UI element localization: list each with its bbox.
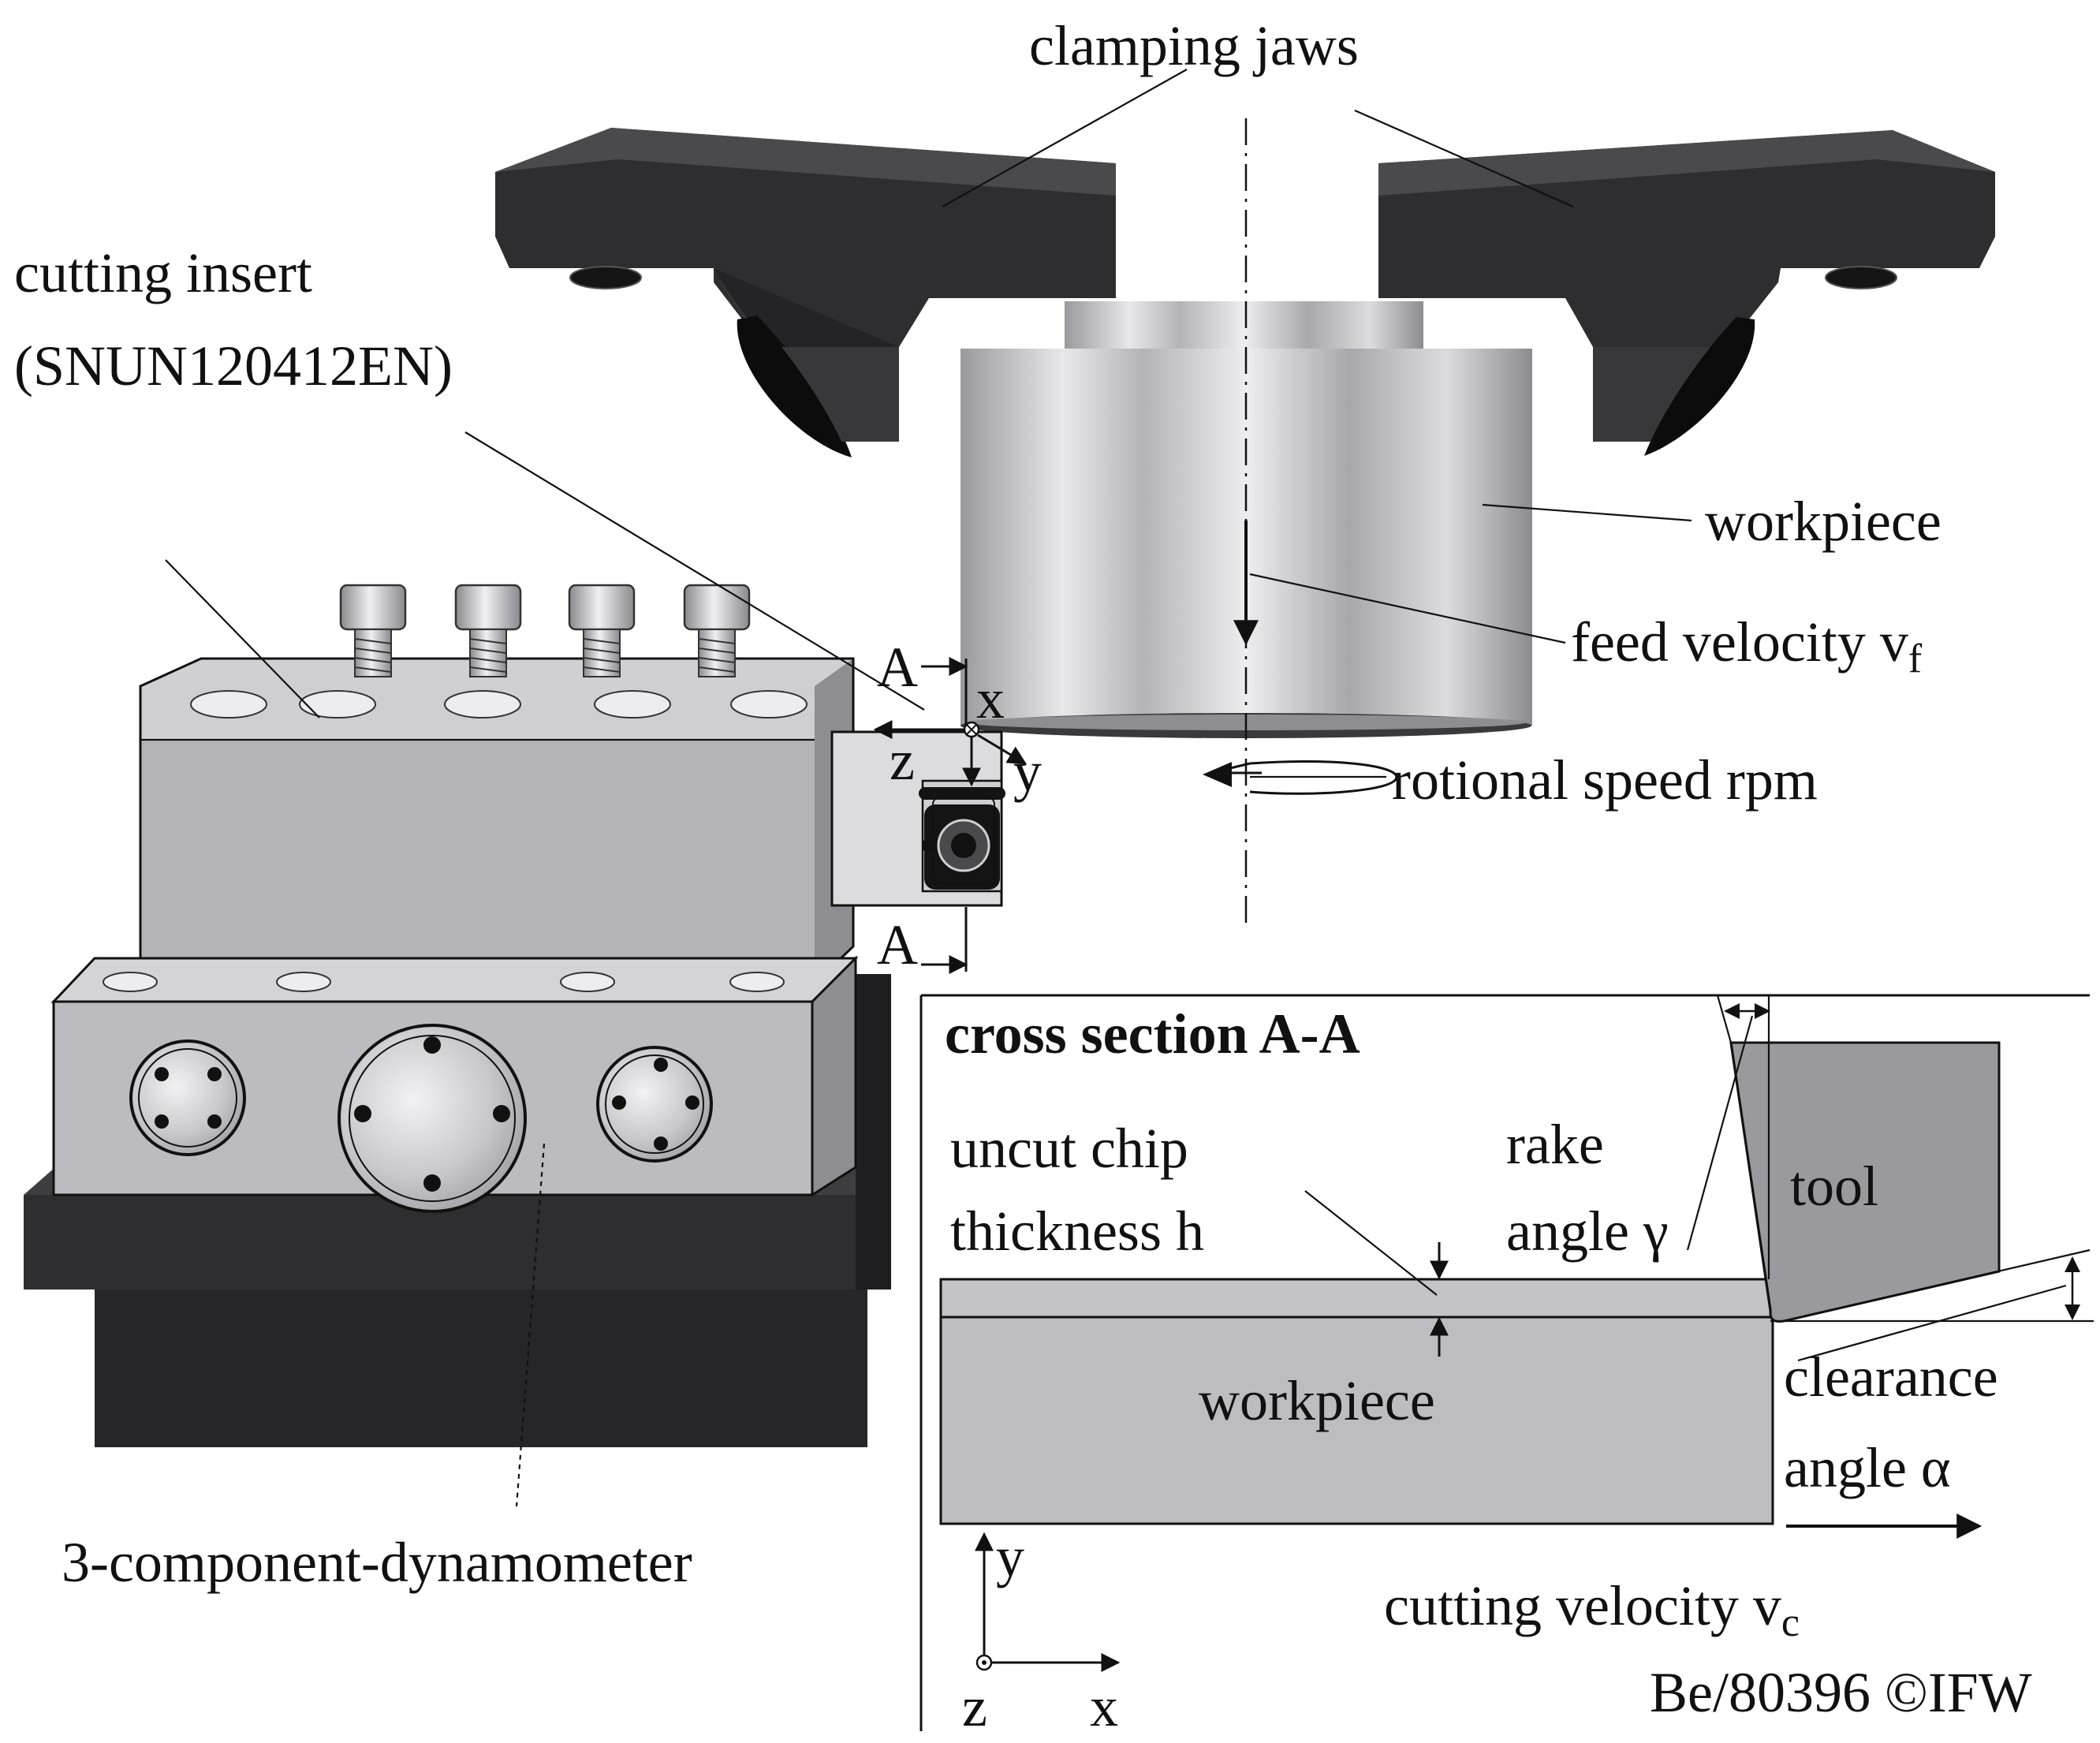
label-axis-x-section: x bbox=[1090, 1675, 1118, 1738]
tool-coordinate-system bbox=[873, 720, 1028, 787]
label-axis-y-section: y bbox=[996, 1525, 1024, 1588]
left-clamping-jaw bbox=[495, 128, 1116, 457]
bolt-2 bbox=[454, 584, 522, 677]
label-tool: tool bbox=[1790, 1155, 1878, 1218]
label-section-a-bottom: A bbox=[877, 913, 918, 976]
insert-holder bbox=[830, 730, 1005, 907]
right-clamping-jaw bbox=[1378, 130, 1995, 456]
dynamometer bbox=[24, 955, 891, 1447]
label-rotational-speed: rotional speed rpm bbox=[1392, 748, 1818, 812]
connector-disk-right bbox=[596, 1046, 713, 1163]
label-cutting-insert-code: (SNUN120412EN) bbox=[14, 334, 453, 397]
label-cutting-insert: cutting insert bbox=[14, 241, 312, 304]
uncut-chip-layer bbox=[939, 1278, 1774, 1319]
label-cutting-velocity-subscript: c bbox=[1781, 1600, 1800, 1645]
label-cross-section-title: cross section A-A bbox=[945, 1002, 1360, 1066]
cross-section-panel bbox=[919, 994, 2094, 1731]
connector-disk-center bbox=[338, 1024, 527, 1213]
label-section-workpiece: workpiece bbox=[1199, 1369, 1435, 1432]
label-axis-z-top: z bbox=[890, 729, 915, 792]
leader-lines bbox=[165, 69, 1692, 1507]
label-axis-x-top: x bbox=[976, 667, 1005, 730]
label-clearance-angle: angle α bbox=[1784, 1436, 1951, 1499]
section-workpiece bbox=[939, 1278, 1774, 1525]
label-axis-z-section: z bbox=[962, 1675, 987, 1738]
label-cutting-velocity: cutting velocity vc bbox=[1384, 1574, 1800, 1645]
bolt-1 bbox=[339, 584, 407, 677]
label-clamping-jaws: clamping jaws bbox=[1029, 14, 1359, 77]
section-coordinate-system bbox=[975, 1532, 1121, 1672]
label-rake-angle: angle γ bbox=[1506, 1200, 1669, 1263]
label-credit: Be/80396 ©IFW bbox=[1650, 1661, 2032, 1724]
label-dynamometer: 3-component-dynamometer bbox=[62, 1531, 692, 1594]
cutting-insert bbox=[932, 796, 995, 884]
label-feed-velocity-subscript: f bbox=[1908, 636, 1923, 681]
clamp-bolts bbox=[339, 584, 751, 677]
label-uncut-chip: uncut chip bbox=[950, 1117, 1188, 1180]
section-marker-bottom bbox=[921, 907, 968, 974]
section-marker-top bbox=[921, 657, 968, 733]
label-axis-y-top: y bbox=[1013, 740, 1042, 803]
label-workpiece: workpiece bbox=[1705, 490, 1941, 553]
tool-holder bbox=[139, 657, 855, 983]
bolt-4 bbox=[683, 584, 751, 677]
rotation-arrow bbox=[1249, 760, 1398, 795]
label-uncut-chip-thickness: thickness h bbox=[950, 1200, 1204, 1263]
label-feed-velocity: feed velocity vf bbox=[1571, 610, 1923, 681]
label-rake: rake bbox=[1506, 1113, 1604, 1176]
label-section-a-top: A bbox=[877, 636, 918, 699]
connector-disk-left bbox=[129, 1039, 246, 1156]
label-clearance: clearance bbox=[1784, 1346, 1998, 1409]
bolt-3 bbox=[568, 584, 636, 677]
